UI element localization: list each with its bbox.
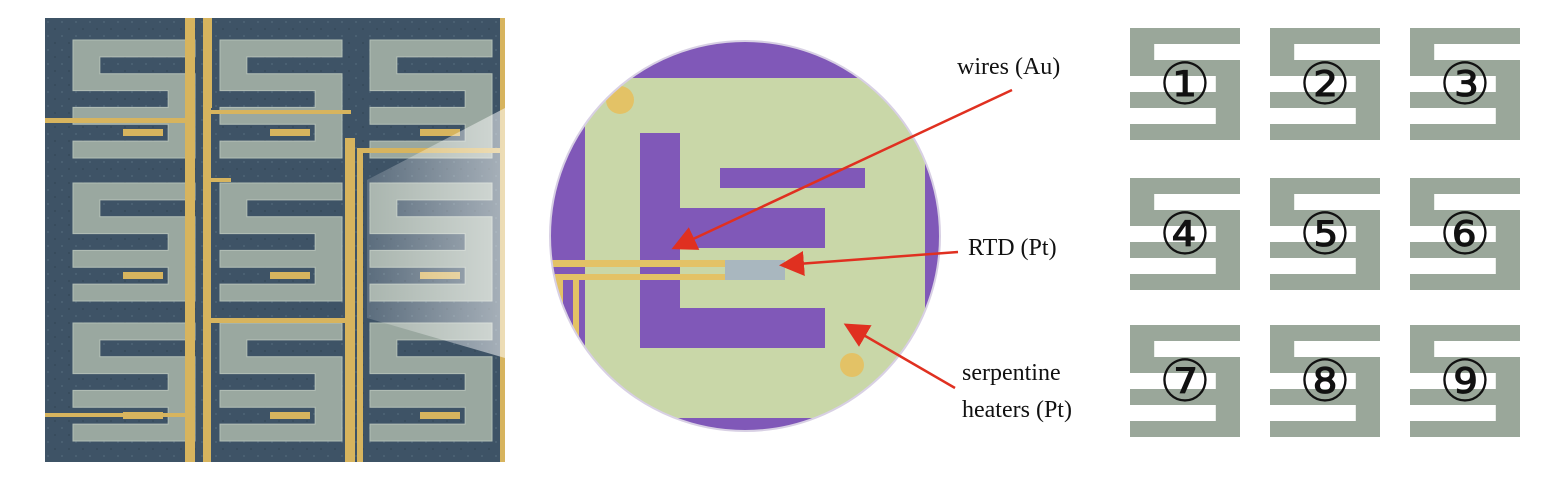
heaters-label-line1: serpentine — [962, 360, 1061, 386]
rtd-label: RTD (Pt) — [968, 235, 1057, 261]
heater-cell: ② — [1270, 28, 1380, 140]
serpentine-heater — [1130, 28, 1240, 140]
serpentine-heater — [1410, 28, 1520, 140]
chip-heater — [219, 322, 343, 442]
heater-number: ⑥ — [1439, 200, 1491, 268]
chip-rtd-lead — [270, 412, 310, 419]
heater-shape — [1270, 325, 1380, 437]
serpentine-heater — [1410, 325, 1520, 437]
chip-wire — [211, 318, 351, 323]
heater-shape — [1410, 28, 1520, 140]
chip-rtd-lead — [270, 272, 310, 279]
serpentine-heater — [1130, 178, 1240, 290]
serpentine-heater — [1270, 325, 1380, 437]
heater-cell: ③ — [1410, 28, 1520, 140]
chip-rtd-lead — [123, 129, 163, 136]
heater-shape — [1270, 178, 1380, 290]
chip-heater — [72, 322, 196, 442]
serpentine-heater — [1130, 325, 1240, 437]
wires-label: wires (Au) — [957, 54, 1061, 80]
heater-cell: ⑥ — [1410, 178, 1520, 290]
magnified-wire — [555, 274, 755, 280]
heater-shape — [1130, 325, 1240, 437]
chip-wire — [211, 110, 351, 114]
chip-heater — [219, 182, 343, 302]
chip-wire — [345, 138, 355, 462]
chip-rtd-lead — [123, 272, 163, 279]
heater-number: ① — [1159, 50, 1211, 118]
heater-shape — [1130, 28, 1240, 140]
heater-number: ④ — [1159, 200, 1211, 268]
magnified-view — [549, 40, 941, 432]
heater-shape — [1270, 28, 1380, 140]
heater-cell: ① — [1130, 28, 1240, 140]
magnified-rtd — [725, 260, 785, 280]
magnified-serpentine-heater — [585, 78, 925, 418]
heater-number: ⑧ — [1299, 347, 1351, 415]
magnified-wire — [555, 274, 563, 431]
heater-number: ⑤ — [1299, 200, 1351, 268]
chip-wire — [45, 413, 185, 417]
zoom-highlight — [367, 108, 505, 358]
chip-wire — [45, 118, 185, 123]
chip-rtd-lead — [270, 129, 310, 136]
chip-wire — [211, 178, 231, 182]
serpentine-heater — [1410, 178, 1520, 290]
chip-heater — [219, 39, 343, 159]
chip-wire — [357, 148, 363, 462]
chip-rtd-lead — [420, 412, 460, 419]
chip-wire — [185, 18, 195, 462]
heater-number: ③ — [1439, 50, 1491, 118]
chip-micrograph — [45, 18, 505, 462]
heaters-label-line2: heaters (Pt) — [962, 397, 1072, 423]
heater-cell: ⑦ — [1130, 325, 1240, 437]
heater-number: ⑦ — [1159, 347, 1211, 415]
magnified-wire — [550, 260, 785, 267]
chip-heater — [72, 39, 196, 159]
heater-shape — [1410, 178, 1520, 290]
chip-wire — [203, 18, 211, 462]
heater-cell: ⑤ — [1270, 178, 1380, 290]
heater-number: ② — [1299, 50, 1351, 118]
chip-rtd-lead — [420, 129, 460, 136]
chip-wire — [207, 18, 212, 108]
magnified-pad — [840, 353, 864, 377]
serpentine-heater — [1270, 28, 1380, 140]
heater-cell: ⑧ — [1270, 325, 1380, 437]
magnified-wire — [573, 274, 579, 431]
serpentine-heater — [1270, 178, 1380, 290]
heater-shape — [1410, 325, 1520, 437]
heater-number: ⑨ — [1439, 347, 1491, 415]
heater-cell: ④ — [1130, 178, 1240, 290]
heater-shape — [1130, 178, 1240, 290]
heater-cell: ⑨ — [1410, 325, 1520, 437]
chip-heater — [72, 182, 196, 302]
magnified-pad — [606, 86, 634, 114]
